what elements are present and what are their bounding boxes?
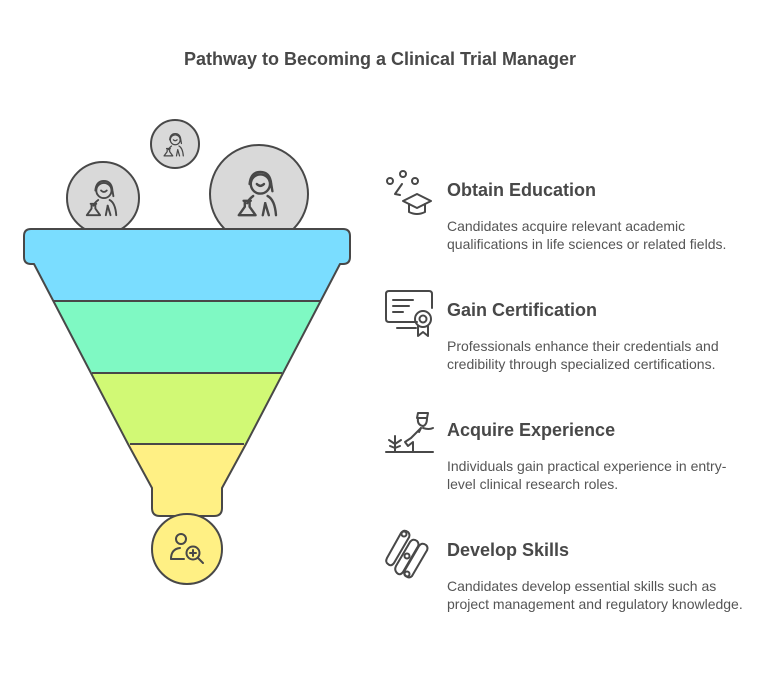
step-description: Professionals enhance their credentials … bbox=[447, 338, 719, 372]
funnel-band-3 bbox=[24, 373, 350, 444]
input-circle-bg bbox=[150, 119, 200, 169]
step-description: Candidates develop essential skills such… bbox=[447, 578, 743, 612]
input-circle-left bbox=[66, 161, 140, 235]
step-heading: Gain Certification bbox=[447, 300, 598, 320]
step-description: Candidates acquire relevant academic qua… bbox=[447, 218, 727, 252]
education-graduation-cap-icon bbox=[386, 170, 432, 215]
step-heading: Acquire Experience bbox=[447, 420, 616, 440]
funnel-band-1 bbox=[24, 229, 350, 301]
diagram-title: Pathway to Becoming a Clinical Trial Man… bbox=[183, 49, 577, 69]
input-circle-small bbox=[150, 119, 200, 169]
funnel-band-4 bbox=[24, 444, 350, 516]
step-heading: Obtain Education bbox=[447, 180, 597, 200]
step-description: Individuals gain practical experience in… bbox=[447, 458, 727, 492]
funnel-outline bbox=[23, 228, 351, 517]
user-search-add-icon bbox=[170, 533, 204, 564]
fieldwork-experience-icon bbox=[385, 412, 434, 453]
step-heading: Develop Skills bbox=[447, 540, 570, 560]
output-circle bbox=[151, 513, 223, 585]
skills-links-icon bbox=[385, 529, 429, 579]
certificate-icon bbox=[385, 290, 433, 337]
